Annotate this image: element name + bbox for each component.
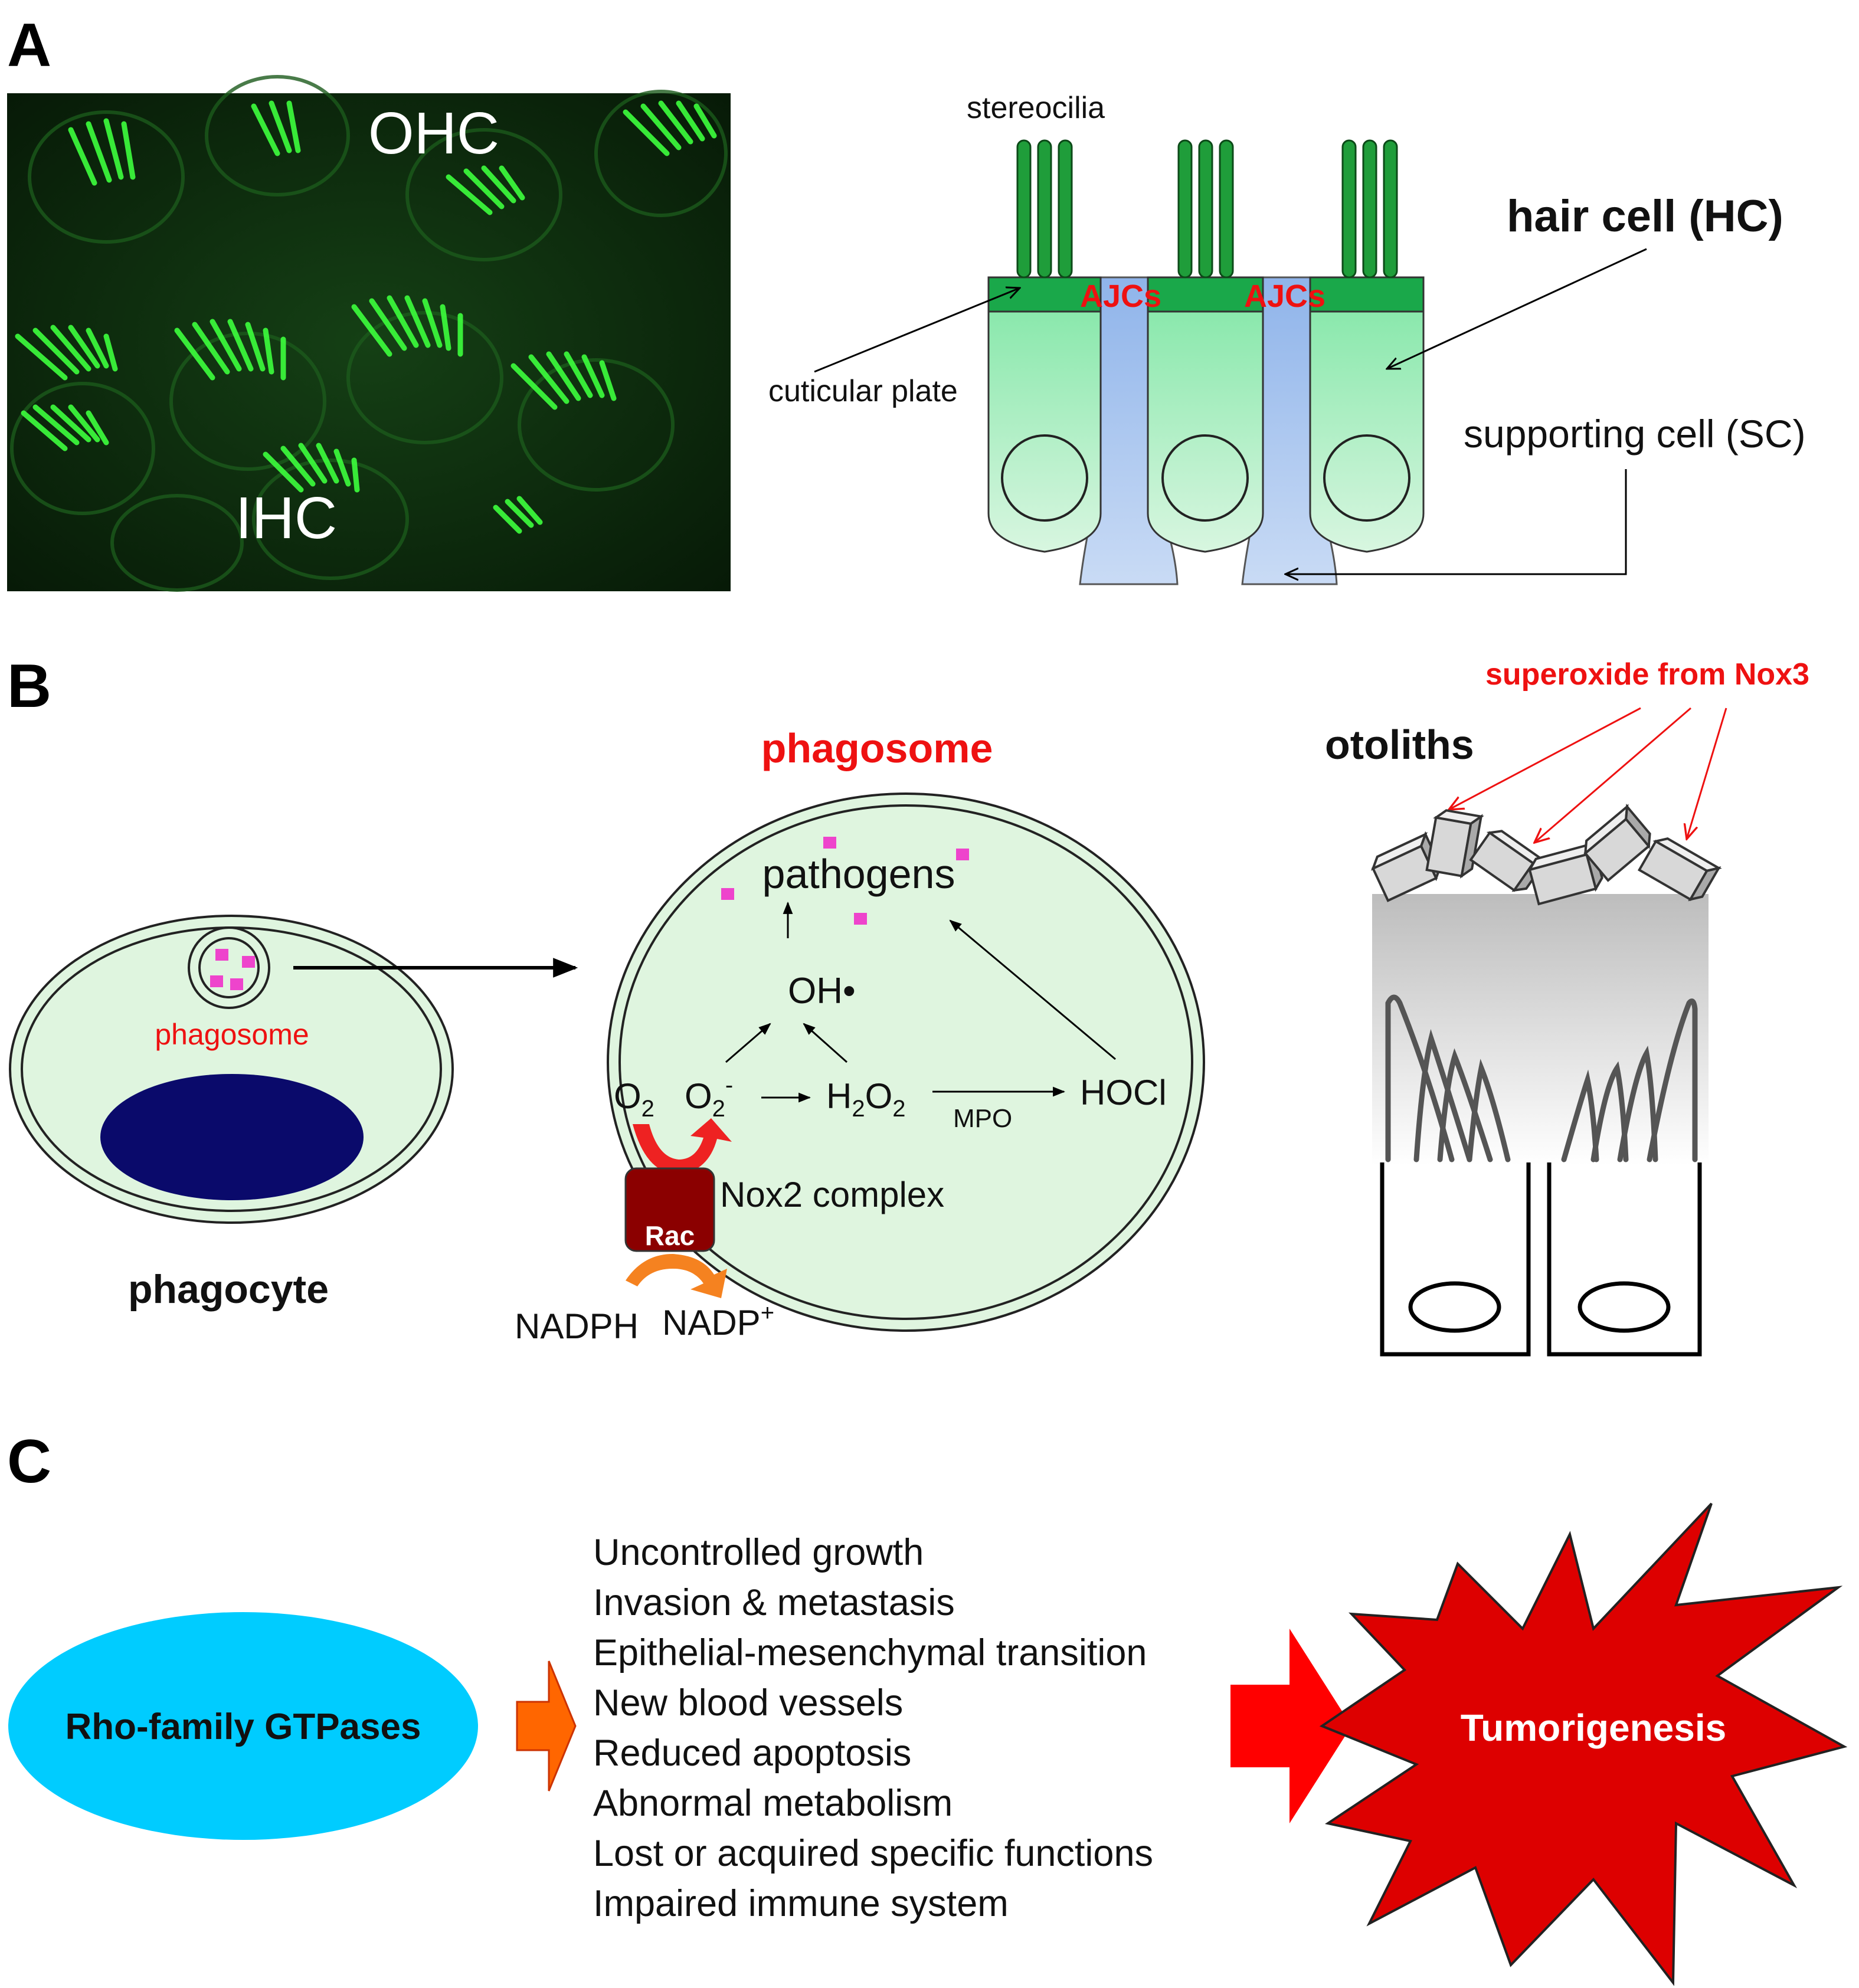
tumorigenesis-label: Tumorigenesis [1461, 1707, 1726, 1749]
hair-cell-schematic: stereocilia AJCs AJCs hair cell (HC) cut… [768, 91, 1806, 585]
otolith-hair-cells [1380, 1162, 1702, 1357]
ajcs-label-1: AJCs [1080, 279, 1161, 314]
stereocilia-bundle [1016, 139, 1398, 279]
pathogens-label: pathogens [762, 851, 955, 897]
phagocyte-diagram: phagosome phagocyte [9, 915, 454, 1312]
rho-gtpases-label: Rho-family GTPases [66, 1707, 421, 1747]
nucleus [1161, 434, 1249, 522]
nucleus [1323, 434, 1410, 522]
phagosome-diagram: phagosome pathogens OH• O2 O2- H2O2 HOCl… [515, 725, 1205, 1346]
oxygen-reduction-arrow [633, 1118, 732, 1174]
effect-item-5: Reduced apoptosis [593, 1732, 911, 1774]
ihc-label: IHC [235, 485, 337, 551]
tumorigenesis-burst [1319, 1502, 1848, 1986]
effects-list: Uncontrolled growth Invasion & metastasi… [593, 1532, 1153, 1924]
rac-block [624, 1167, 715, 1252]
rho-gtpases-ellipse [8, 1612, 478, 1840]
orange-block-arrow [516, 1661, 577, 1792]
nadp-label: NADP+ [662, 1300, 774, 1342]
otolith-hair-bundles [1385, 994, 1698, 1162]
hair-cell [1147, 276, 1264, 553]
hair-cell-label: hair cell (HC) [1507, 191, 1783, 241]
effect-item-7: Lost or acquired specific functions [593, 1833, 1153, 1874]
oxygen-label: O2 [614, 1076, 654, 1122]
phagocyte-label: phagocyte [128, 1267, 329, 1312]
cuticular-plate-label: cuticular plate [768, 374, 958, 408]
nadph-label: NADPH [515, 1306, 639, 1346]
effect-item-1: Uncontrolled growth [593, 1532, 924, 1573]
effect-item-2: Invasion & metastasis [593, 1582, 955, 1623]
phagosome-membrane [607, 792, 1205, 1332]
hair-cell-micrograph: OHC IHC [7, 75, 731, 592]
pathogen-particles [210, 949, 255, 990]
nadph-oxidation-arrow [626, 1254, 727, 1298]
phagosome-title: phagosome [761, 725, 993, 771]
hydrogen-peroxide-label: H2O2 [826, 1076, 906, 1122]
effect-item-8: Impaired immune system [593, 1883, 1009, 1924]
ajcs-label-2: AJCs [1244, 279, 1325, 314]
hair-cell [1309, 276, 1425, 553]
supporting-cell-label: supporting cell (SC) [1464, 412, 1806, 456]
cuticular-plate [1309, 276, 1425, 313]
hypochlorous-acid-label: HOCl [1080, 1073, 1167, 1112]
ohc-label: OHC [368, 100, 499, 166]
reaction-arrows [725, 901, 1116, 1103]
phagosome-small-label: phagosome [155, 1018, 309, 1051]
phagosome-pathogens [721, 837, 969, 925]
stereocilia-label: stereocilia [967, 91, 1105, 125]
phagocyte-nucleus [100, 1074, 364, 1200]
mpo-label: MPO [953, 1104, 1012, 1133]
panel-label-c: C [7, 1427, 51, 1496]
nox2-label: Nox2 complex [720, 1175, 944, 1214]
superoxide-label: O2- [685, 1072, 733, 1122]
rac-label: Rac [645, 1220, 695, 1251]
nucleus [1001, 434, 1088, 522]
otolith-diagram: otoliths superoxide from Nox3 [1325, 657, 1809, 1357]
phagosome-vesicle [188, 926, 270, 1009]
effect-item-4: New blood vessels [593, 1682, 903, 1724]
otoliths-label: otoliths [1325, 722, 1474, 768]
effect-item-6: Abnormal metabolism [593, 1783, 953, 1824]
hydroxyl-radical-label: OH• [788, 971, 856, 1011]
red-block-arrow [1230, 1629, 1351, 1823]
superoxide-nox3-label: superoxide from Nox3 [1485, 657, 1809, 692]
panel-label-b: B [7, 652, 51, 720]
panel-label-a: A [7, 11, 51, 80]
hair-cell [987, 276, 1102, 553]
otolith-crystals [1371, 803, 1722, 906]
effect-item-3: Epithelial-mesenchymal transition [593, 1632, 1147, 1673]
